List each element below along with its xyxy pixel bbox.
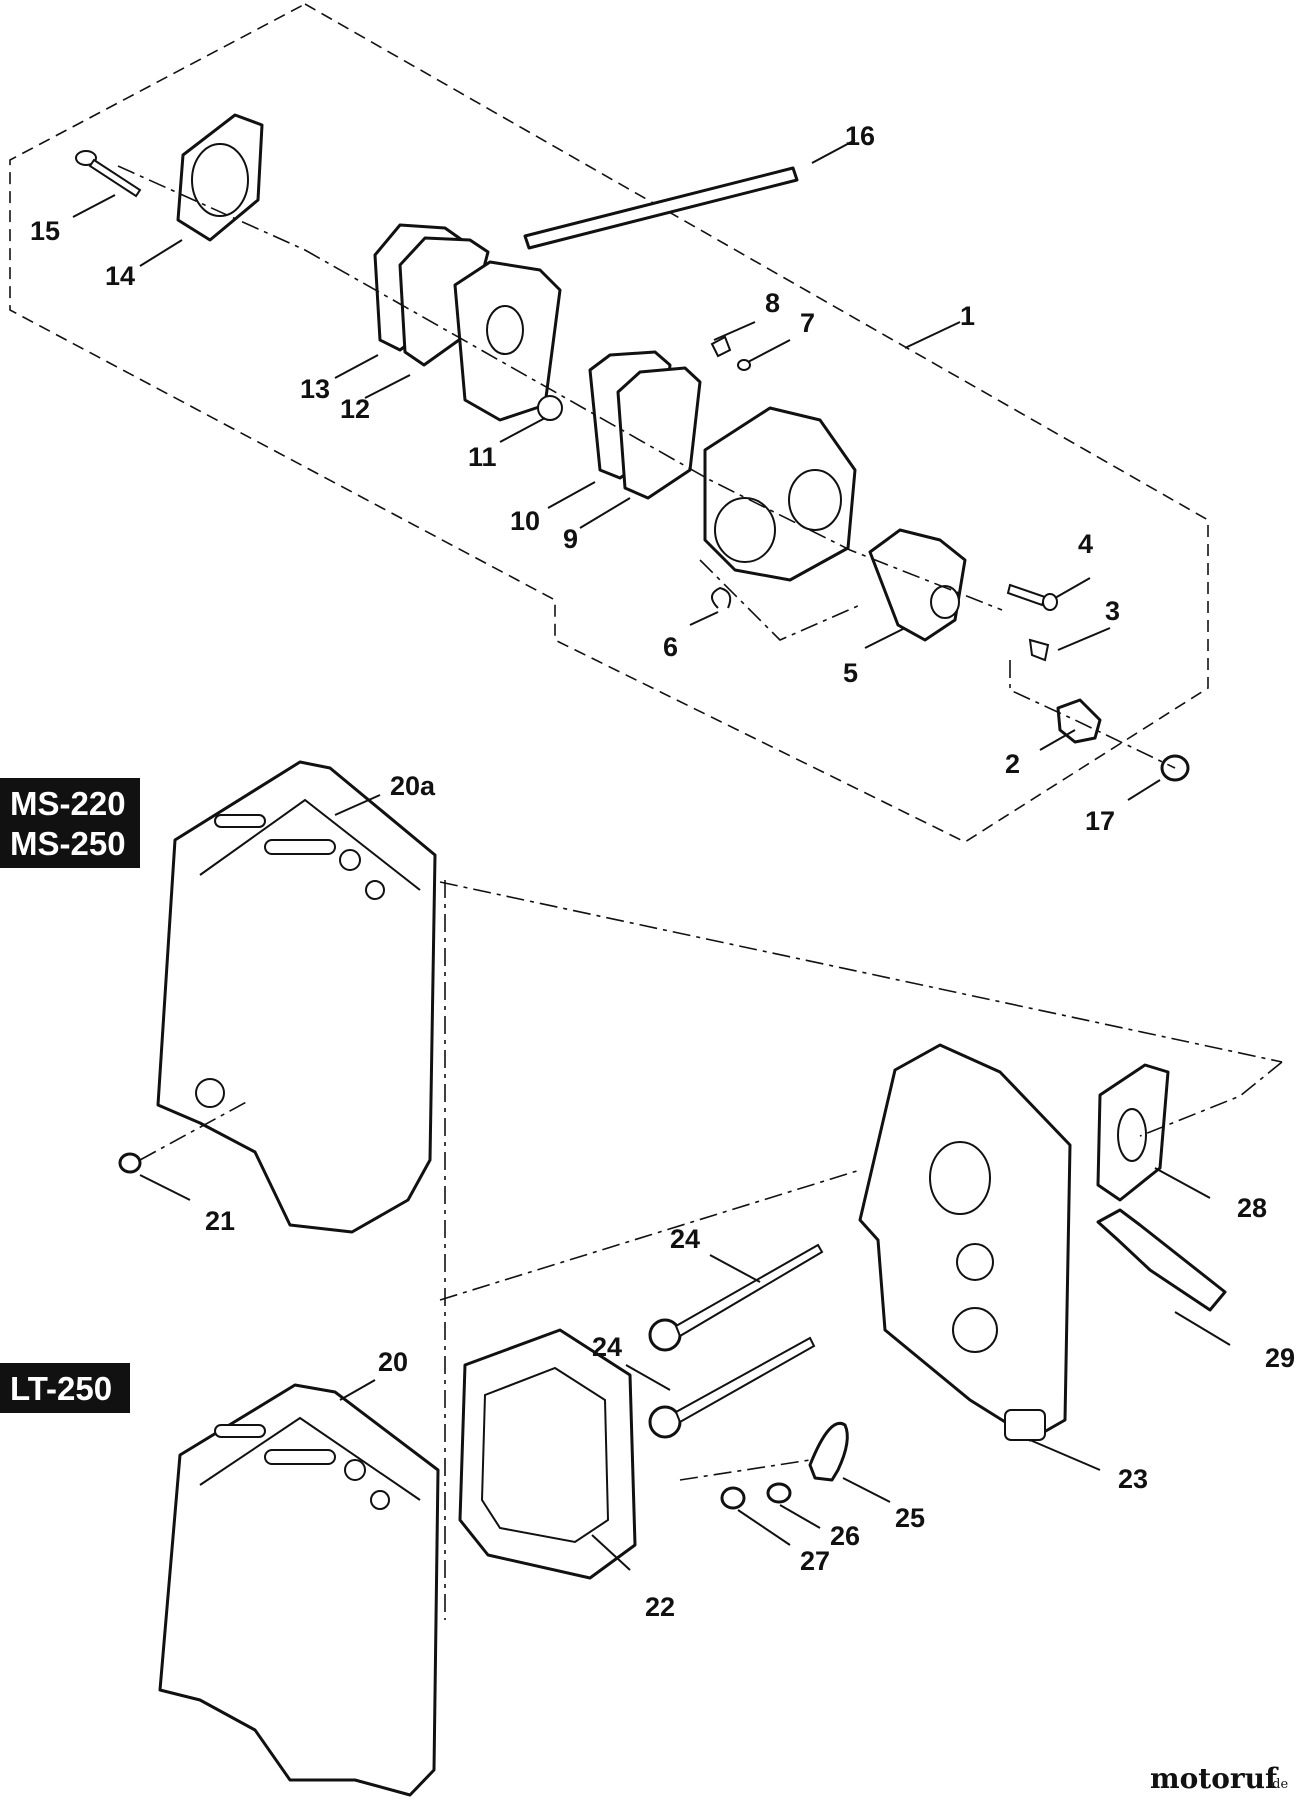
- part-number-9: 9: [563, 524, 578, 554]
- part-number-2: 2: [1005, 749, 1020, 779]
- shroud-part-20a: [156, 760, 437, 1234]
- model-badge-ms: MS-220 MS-250: [0, 778, 140, 868]
- screw-part-8: [710, 335, 732, 358]
- part-number-6: 6: [663, 632, 678, 662]
- fuel-line-part-16: [523, 166, 799, 250]
- part-number-21: 21: [205, 1206, 235, 1236]
- part-number-27: 27: [800, 1546, 830, 1576]
- part-number-25: 25: [895, 1503, 925, 1533]
- watermark-logo: motoruf .de: [1150, 1762, 1288, 1795]
- watermark-brand: motoruf: [1150, 1762, 1279, 1795]
- clip-part-6: [711, 586, 732, 609]
- part-number-26: 26: [830, 1521, 860, 1551]
- part-number-20: 20: [378, 1347, 408, 1377]
- air-filter-part-22: [458, 1328, 637, 1580]
- part-number-3: 3: [1105, 596, 1120, 626]
- part-number-4: 4: [1078, 529, 1093, 559]
- bracket-part-25: [808, 1422, 849, 1482]
- part-number-1: 1: [960, 301, 975, 331]
- carburetor-body: [703, 406, 857, 582]
- axis-line: [439, 881, 1283, 1063]
- part-number-24-lower: 24: [592, 1332, 622, 1362]
- part-number-5: 5: [843, 658, 858, 688]
- shroud-part-20: [158, 1383, 440, 1797]
- part-number-13: 13: [300, 374, 330, 404]
- screw-part-4: [1006, 583, 1058, 611]
- part-number-10: 10: [510, 506, 540, 536]
- watermark-suffix: .de: [1268, 1777, 1288, 1792]
- flange-gasket-part-14: [176, 113, 264, 242]
- pump-cover-part-11: [453, 260, 563, 422]
- fitting-part-2: [1056, 698, 1102, 744]
- part-number-24-upper: 24: [670, 1224, 700, 1254]
- washer-part-26: [766, 1482, 792, 1504]
- throttle-shaft-part-5: [868, 528, 967, 642]
- model-label-ms-250: MS-250: [10, 825, 126, 862]
- gasket-part-28: [1096, 1063, 1170, 1202]
- leader-lines: [72, 139, 1231, 1571]
- axis-line: [699, 559, 861, 641]
- bolt-part-24-upper: [648, 1243, 824, 1352]
- part-number-28: 28: [1237, 1193, 1267, 1223]
- part-number-8: 8: [765, 288, 780, 318]
- filter-base-part-23: [858, 1043, 1072, 1442]
- part-number-29: 29: [1265, 1343, 1295, 1373]
- part-number-15: 15: [30, 216, 60, 246]
- axis-line: [679, 1459, 811, 1481]
- screw-part-21: [118, 1152, 142, 1174]
- screw-part-15: [75, 150, 142, 198]
- axis-line: [139, 1099, 251, 1161]
- axis-line: [1009, 660, 1176, 769]
- part-number-17: 17: [1085, 806, 1115, 836]
- part-number-11: 11: [468, 442, 497, 472]
- diaphragm-part-9: [616, 366, 702, 500]
- bolt-part-24-lower: [648, 1336, 816, 1439]
- part-number-12: 12: [340, 394, 370, 424]
- part-number-20a: 20a: [390, 771, 436, 801]
- model-badge-lt: LT-250: [0, 1363, 130, 1413]
- axis-line: [117, 165, 1003, 611]
- choke-lever-part-29: [1096, 1208, 1227, 1312]
- adjusting-screw-part-3: [1028, 638, 1050, 662]
- model-label-lt-250: LT-250: [10, 1370, 112, 1407]
- part-number-22: 22: [645, 1592, 675, 1622]
- model-label-ms-220: MS-220: [10, 785, 126, 822]
- washer-part-7: [737, 359, 751, 371]
- part-number-7: 7: [800, 308, 815, 338]
- axis-line: [439, 1169, 861, 1301]
- part-number-16: 16: [845, 121, 875, 151]
- part-number-14: 14: [105, 261, 135, 291]
- screw-part-27: [720, 1486, 746, 1510]
- part-number-23: 23: [1118, 1464, 1148, 1494]
